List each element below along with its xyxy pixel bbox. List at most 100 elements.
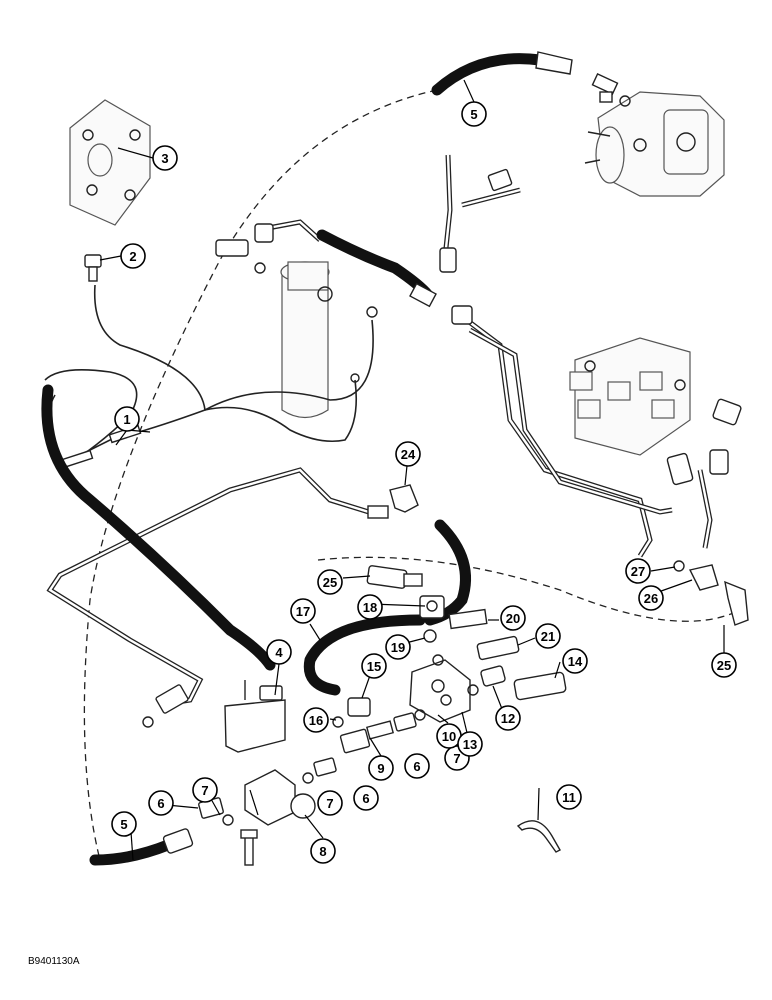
- mounting-bracket: [69, 99, 151, 226]
- svg-text:10: 10: [442, 729, 456, 744]
- fitting-20: [448, 608, 488, 630]
- callout-12: 12: [495, 705, 521, 731]
- callout-5-upper: 5: [461, 101, 487, 127]
- callout-18: 18: [357, 594, 383, 620]
- hydraulic-pump: [584, 91, 725, 197]
- drawing-code: B9401130A: [28, 956, 80, 967]
- pump-fitting: [591, 72, 631, 107]
- fitting-26: [688, 564, 749, 626]
- fitting-15: [332, 697, 371, 728]
- callout-24: 24: [395, 441, 421, 467]
- callout-13: 13: [457, 731, 483, 757]
- bracket-4: [224, 680, 286, 753]
- fitting-lower-left: [142, 684, 189, 728]
- svg-text:25: 25: [717, 658, 731, 673]
- filter-canister: [280, 261, 333, 419]
- hose-5-lower-fitting: [162, 828, 194, 854]
- dashed-boundary-right: [317, 556, 741, 622]
- callout-25-left: 25: [317, 569, 343, 595]
- control-valve: [569, 337, 691, 456]
- svg-text:11: 11: [562, 790, 576, 805]
- callout-6-right: 6: [404, 753, 430, 779]
- callout-1: 1: [114, 406, 140, 432]
- fitting-14: [513, 671, 567, 701]
- svg-text:15: 15: [367, 659, 381, 674]
- hose-left-long: [41, 384, 276, 671]
- svg-text:14: 14: [568, 654, 583, 669]
- svg-text:9: 9: [377, 761, 384, 776]
- svg-text:6: 6: [413, 759, 420, 774]
- callout-25-right: 25: [711, 652, 737, 678]
- svg-text:21: 21: [541, 629, 555, 644]
- fittings-right-lines: [666, 398, 742, 486]
- svg-text:19: 19: [391, 640, 405, 655]
- svg-text:7: 7: [453, 751, 460, 766]
- callout-19: 19: [385, 634, 411, 660]
- o-rings: [423, 560, 685, 706]
- svg-text:6: 6: [362, 791, 369, 806]
- svg-text:5: 5: [120, 817, 127, 832]
- svg-text:24: 24: [401, 447, 416, 462]
- svg-text:2: 2: [129, 249, 136, 264]
- callout-14: 14: [562, 648, 588, 674]
- fittings-top-mid: [215, 168, 513, 274]
- callout-9: 9: [368, 755, 394, 781]
- callout-26: 26: [638, 585, 664, 611]
- callout-4: 4: [266, 639, 292, 665]
- callout-10: 10: [436, 723, 462, 749]
- fitting-2: [84, 254, 102, 282]
- svg-text:8: 8: [319, 844, 326, 859]
- hose-5-lower: [89, 839, 174, 866]
- callout-6-mid: 6: [353, 785, 379, 811]
- svg-text:16: 16: [309, 713, 323, 728]
- svg-text:20: 20: [506, 611, 520, 626]
- callout-11: 11: [556, 784, 582, 810]
- svg-text:17: 17: [296, 604, 310, 619]
- svg-text:7: 7: [326, 796, 333, 811]
- svg-text:5: 5: [470, 107, 477, 122]
- svg-text:13: 13: [463, 737, 477, 752]
- callout-21: 21: [535, 623, 561, 649]
- fitting-9: [339, 720, 395, 754]
- callout-15: 15: [361, 653, 387, 679]
- leader-lines: [99, 79, 725, 861]
- fitting-21: [476, 635, 520, 661]
- svg-text:1: 1: [123, 412, 130, 427]
- svg-text:18: 18: [363, 600, 377, 615]
- fitting-18: [419, 595, 445, 619]
- fitting-25-left: [366, 565, 423, 589]
- svg-text:25: 25: [323, 575, 337, 590]
- hose-5-upper: [431, 53, 546, 96]
- hose-5-upper-fitting: [535, 51, 573, 75]
- bolt-bottom: [240, 829, 258, 866]
- callout-20: 20: [500, 605, 526, 631]
- elbow-24: [367, 484, 419, 519]
- svg-text:4: 4: [275, 645, 283, 660]
- steel-tube-upper: [267, 154, 713, 558]
- callout-16: 16: [303, 707, 329, 733]
- svg-text:26: 26: [644, 591, 658, 606]
- steel-tube-long: [46, 467, 373, 708]
- dashed-boundary-left: [83, 89, 438, 861]
- callout-6-left: 6: [148, 790, 174, 816]
- hose-upper-mid: [316, 229, 434, 301]
- svg-text:7: 7: [201, 783, 208, 798]
- relief-valve-8: [244, 769, 316, 826]
- hose-17: [303, 614, 426, 696]
- svg-text:27: 27: [631, 564, 645, 579]
- callout-5-lower: 5: [111, 811, 137, 837]
- valve-block-10: [409, 654, 471, 723]
- svg-text:3: 3: [161, 151, 168, 166]
- callout-17: 17: [290, 598, 316, 624]
- svg-text:12: 12: [501, 711, 515, 726]
- strap-11: [516, 820, 561, 853]
- callout-3: 3: [152, 145, 178, 171]
- hose-end-upper: [409, 282, 473, 325]
- svg-text:6: 6: [157, 796, 164, 811]
- fitting-12: [467, 665, 506, 696]
- callout-2: 2: [120, 243, 146, 269]
- callout-7-mid: 7: [317, 790, 343, 816]
- callout-7-left: 7: [192, 777, 218, 803]
- fitting-6-7-mid: [302, 709, 426, 784]
- callout-27: 27: [625, 558, 651, 584]
